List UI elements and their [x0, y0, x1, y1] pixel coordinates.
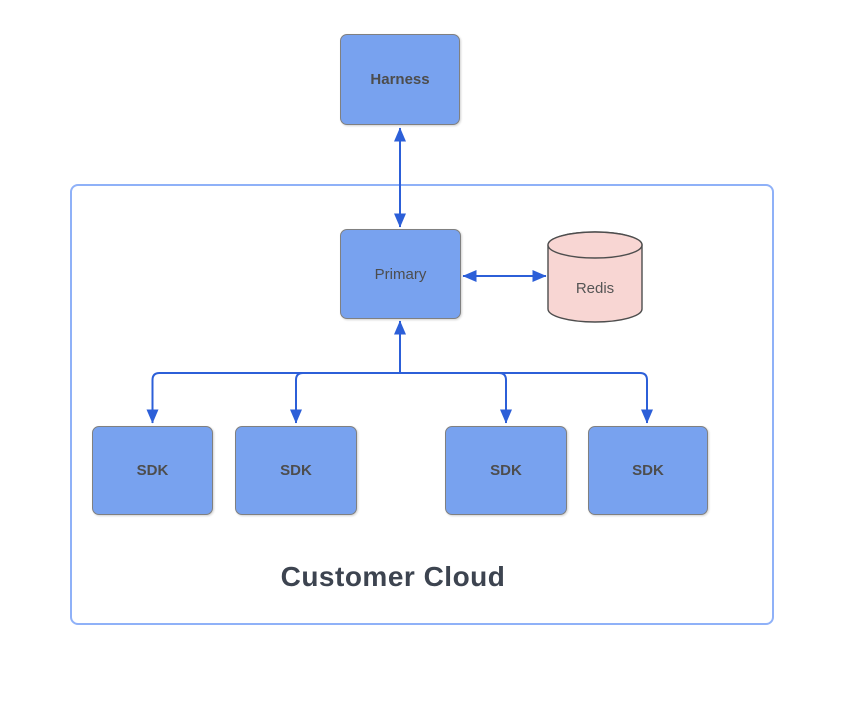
- node-redis-label: Redis: [575, 279, 615, 297]
- node-primary-label: Primary: [374, 265, 427, 283]
- node-sdk-2: SDK: [235, 426, 357, 515]
- node-sdk-3-label: SDK: [490, 462, 522, 479]
- node-harness-label: Harness: [370, 71, 430, 88]
- node-sdk-4-label: SDK: [632, 462, 664, 479]
- node-primary: Primary: [340, 229, 461, 319]
- node-sdk-2-label: SDK: [280, 462, 312, 479]
- node-harness: Harness: [340, 34, 460, 125]
- node-sdk-3: SDK: [445, 426, 567, 515]
- node-redis: Redis: [547, 231, 643, 323]
- node-sdk-1-label: SDK: [136, 462, 169, 479]
- node-sdk-4: SDK: [588, 426, 708, 515]
- customer-cloud-label: Customer Cloud: [280, 561, 506, 592]
- node-sdk-1: SDK: [92, 426, 213, 515]
- cylinder-shape: [547, 231, 643, 323]
